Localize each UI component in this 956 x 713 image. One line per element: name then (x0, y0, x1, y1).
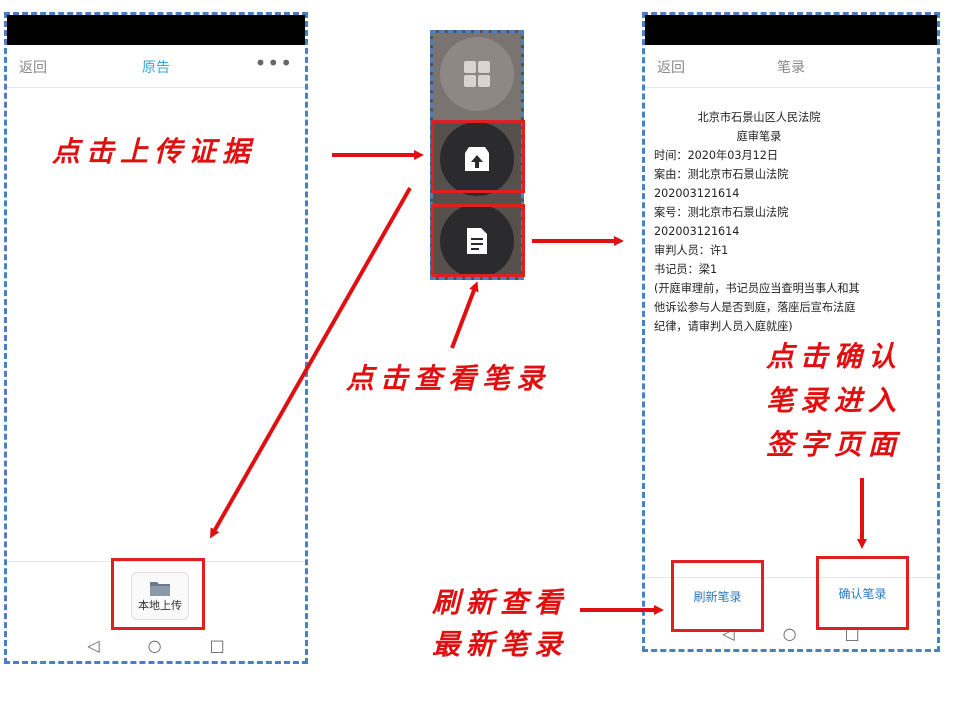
left-bottom-area: 本地上传 ◁ ○ □ (7, 561, 305, 662)
case-number-line: 案号：测北京市石景山法院202003121614 (654, 206, 789, 238)
remark-text: (开庭审理前，书记员应当查明当事人和其他诉讼参与人是否到庭，落座后宣布法庭纪律，… (654, 282, 860, 333)
upload-evidence-button[interactable] (440, 122, 514, 196)
annotation-confirm-line3: 签字页面 (766, 428, 903, 461)
upload-icon (465, 147, 489, 171)
court-name: 北京市石景山区人民法院 (697, 111, 821, 124)
confirm-transcript-button[interactable]: 确认笔录 (816, 556, 909, 630)
grid-icon (464, 61, 490, 87)
recents-nav-icon[interactable]: □ (209, 636, 225, 655)
refresh-transcript-button[interactable]: 刷新笔录 (671, 560, 764, 632)
home-nav-icon[interactable]: ○ (147, 636, 162, 655)
view-transcript-button[interactable] (440, 204, 514, 277)
home-nav-icon[interactable]: ○ (782, 624, 797, 643)
annotation-refresh-line2: 最新笔录 (432, 628, 569, 661)
back-button[interactable]: 返回 (657, 60, 685, 76)
back-button[interactable]: 返回 (19, 60, 47, 76)
annotation-view-transcript: 点击查看笔录 (346, 362, 551, 395)
local-upload-label: 本地上传 (138, 599, 182, 612)
arrow-to-transcript-button (450, 281, 479, 349)
time-line: 时间：2020年03月12日 (654, 149, 779, 162)
local-upload-button[interactable]: 本地上传 (131, 572, 189, 620)
annotation-confirm-line1: 点击确认 (766, 340, 903, 373)
document-icon (467, 228, 487, 254)
back-nav-icon[interactable]: ◁ (722, 624, 735, 643)
back-nav-icon[interactable]: ◁ (87, 636, 100, 655)
left-topbar: 返回 原告 ••• (7, 47, 305, 88)
transcript-button-highlight (431, 204, 525, 277)
refresh-label: 刷新笔录 (693, 589, 742, 604)
annotation-upload-evidence: 点击上传证据 (52, 135, 257, 168)
judge-line: 审判人员：许1 (654, 244, 729, 257)
cause-line: 案由：测北京市石景山法院202003121614 (654, 168, 789, 200)
grid-menu-button[interactable] (440, 37, 514, 111)
clerk-line: 书记员：梁1 (654, 263, 718, 276)
more-menu-button[interactable]: ••• (254, 51, 293, 75)
transcript-title: 庭审笔录 (736, 130, 782, 143)
right-topbar: 返回 笔录 (645, 47, 937, 88)
android-nav: ◁ ○ □ (7, 636, 305, 655)
folder-icon (150, 582, 170, 596)
arrow-to-local-upload (210, 187, 412, 539)
upload-highlight-box (111, 558, 205, 630)
status-bar (7, 15, 305, 45)
upload-button-highlight (431, 120, 525, 193)
page-title: 笔录 (777, 60, 805, 76)
right-phone: 返回 笔录 ◁ ○ □ (642, 12, 940, 652)
status-bar (645, 15, 937, 45)
page-title: 原告 (142, 60, 170, 76)
left-phone: 返回 原告 ••• 本地上传 ◁ ○ □ (4, 12, 308, 664)
transcript-content: 北京市石景山区人民法院 庭审笔录 时间：2020年03月12日 案由：测北京市石… (654, 108, 864, 336)
annotation-refresh-line1: 刷新查看 (432, 586, 569, 619)
annotation-confirm-line2: 笔录进入 (766, 384, 903, 417)
confirm-label: 确认笔录 (838, 586, 887, 601)
